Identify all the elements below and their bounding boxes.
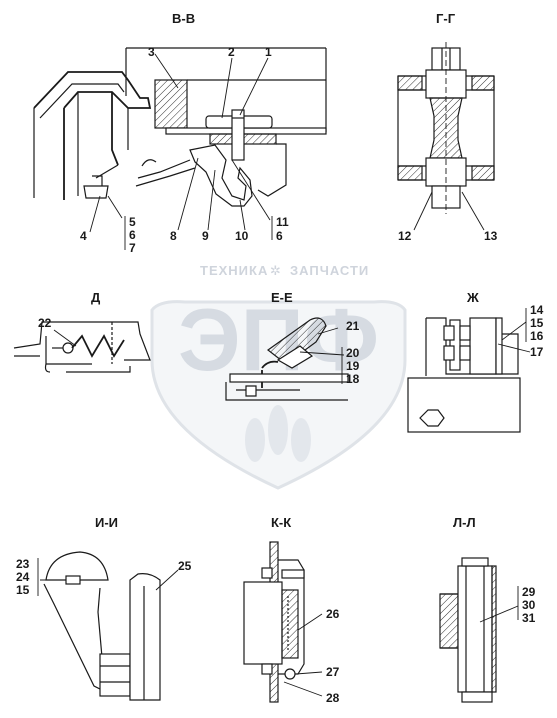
leaders-ii [37, 558, 179, 596]
section-title-ii: И-И [95, 515, 118, 530]
view-ii [43, 551, 161, 701]
part-15-arm [43, 583, 105, 691]
part-30-bar [457, 565, 493, 693]
callout-6: 6 [129, 228, 136, 242]
callout-15: 15 [530, 316, 544, 330]
part-26-block [243, 581, 283, 665]
view-zh [407, 317, 521, 433]
callouts-zh: 14 15 16 17 [530, 303, 544, 359]
callout-9: 9 [202, 229, 209, 243]
section-title-ee: Е-Е [271, 290, 293, 305]
section-title-d: Д [91, 290, 101, 305]
callout-23: 23 [16, 557, 30, 571]
plate [165, 127, 327, 135]
callout-30: 30 [522, 598, 536, 612]
leaders-d [53, 329, 77, 347]
section-title-gg: Г-Г [436, 11, 456, 26]
channel-profile-top [33, 71, 152, 109]
leaders-zh [497, 308, 531, 353]
view-bb [33, 47, 327, 207]
view-d [13, 321, 151, 373]
callouts-ee: 21 20 19 18 [346, 319, 360, 386]
part-3-block [154, 79, 188, 129]
callout-12: 12 [398, 229, 412, 243]
callout-21: 21 [346, 319, 360, 333]
part-24-knob [45, 551, 109, 581]
callout-7: 7 [129, 241, 136, 255]
watermark-text-right: ЗАПЧАСТИ [290, 263, 369, 278]
callout-14: 14 [530, 303, 544, 317]
callout-24: 24 [16, 570, 30, 584]
view-ee [225, 317, 349, 401]
leaders-ee [299, 327, 345, 384]
section-title-zh: Ж [466, 290, 479, 305]
callout-29: 29 [522, 585, 536, 599]
part-25-post [129, 573, 161, 701]
callout-22: 22 [38, 316, 52, 330]
callout-5: 5 [129, 215, 136, 229]
section-title-ll: Л-Л [453, 515, 476, 530]
part-21-handle [266, 317, 327, 365]
callout-27: 27 [326, 665, 340, 679]
callout-20: 20 [346, 346, 360, 360]
callouts-ll: 29 30 31 [522, 585, 536, 625]
base-frame [407, 377, 521, 433]
callout-31: 31 [522, 611, 536, 625]
hex-nut [419, 409, 445, 427]
section-title-kk: К-К [271, 515, 291, 530]
callout-1: 1 [265, 45, 272, 59]
leaders-bb [89, 53, 273, 250]
watermark-gear-icon: ✲ [270, 263, 282, 278]
part-27-screw [284, 668, 296, 680]
callout-26: 26 [326, 607, 340, 621]
watermark-wheat-icon [245, 405, 311, 462]
view-kk [243, 541, 305, 703]
callout-2: 2 [228, 45, 235, 59]
callout-10: 10 [235, 229, 249, 243]
callout-6b: 6 [276, 229, 283, 243]
callout-18: 18 [346, 372, 360, 386]
threaded-nut [99, 653, 131, 697]
view-gg [397, 42, 495, 214]
callout-19: 19 [346, 359, 360, 373]
watermark-text-left: ТЕХНИКА [200, 263, 268, 278]
callouts-kk: 26 27 28 [326, 607, 340, 705]
part-22-spring [71, 334, 125, 358]
part-17-block [469, 317, 497, 375]
callouts-gg: 12 13 [398, 229, 498, 243]
part-19-plate [229, 373, 349, 383]
section-title-bb: В-В [172, 11, 195, 26]
callout-11: 11 [276, 215, 289, 229]
leaders-gg [413, 191, 485, 231]
leaders-kk [283, 613, 323, 697]
callout-8: 8 [170, 229, 177, 243]
callout-16: 16 [530, 329, 544, 343]
part-1-bolt [231, 109, 245, 161]
section-titles: В-В Г-Г Д Е-Е Ж И-И К-К Л-Л [91, 11, 479, 530]
watermark-logo: ЭПФ [178, 290, 379, 389]
callouts-d: 22 [38, 316, 52, 330]
callout-28: 28 [326, 691, 340, 705]
view-ll [439, 557, 497, 703]
callout-15b: 15 [16, 583, 30, 597]
leaders-ll [479, 586, 519, 623]
callout-25: 25 [178, 559, 192, 573]
callout-4: 4 [80, 229, 87, 243]
callouts-bb: 3 2 1 4 5 6 7 8 9 10 11 6 [80, 45, 289, 255]
callout-13: 13 [484, 229, 498, 243]
callouts-ii: 23 24 15 25 [16, 557, 192, 597]
callout-3: 3 [148, 45, 155, 59]
callout-17: 17 [530, 345, 544, 359]
